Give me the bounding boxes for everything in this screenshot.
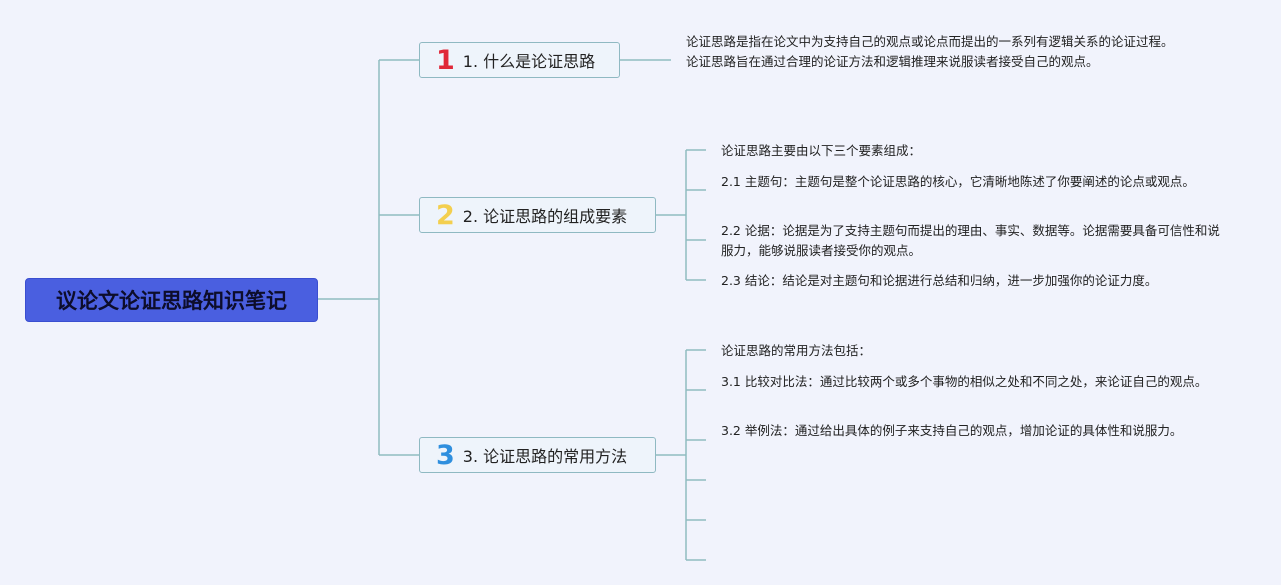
leaf-text: 2.1 主题句：主题句是整个论证思路的核心，它清晰地陈述了你要阐述的论点或观点。 xyxy=(721,174,1195,189)
leaf-definition[interactable]: 论证思路是指在论文中为支持自己的观点或论点而提出的一系列有逻辑关系的论证过程。论… xyxy=(686,32,1181,72)
root-topic[interactable]: 议论文论证思路知识笔记 xyxy=(25,278,318,322)
branch-topic-elements[interactable]: 2 2. 论证思路的组成要素 xyxy=(419,197,656,233)
leaf-elements-intro[interactable]: 论证思路主要由以下三个要素组成： xyxy=(721,141,1231,161)
leaf-text: 3.2 举例法：通过给出具体的例子来支持自己的观点，增加论证的具体性和说服力。 xyxy=(721,423,1183,438)
branch-topic-what-is[interactable]: 1 1. 什么是论证思路 xyxy=(419,42,620,78)
leaf-text: 论证思路的常用方法包括： xyxy=(721,343,872,358)
leaf-methods-intro[interactable]: 论证思路的常用方法包括： xyxy=(721,341,1231,361)
leaf-comparison-method[interactable]: 3.1 比较对比法：通过比较两个或多个事物的相似之处和不同之处，来论证自己的观点… xyxy=(721,372,1231,392)
leaf-arguments[interactable]: 2.2 论据：论据是为了支持主题句而提出的理由、事实、数据等。论据需要具备可信性… xyxy=(721,221,1231,261)
leaf-text: 论证思路是指在论文中为支持自己的观点或论点而提出的一系列有逻辑关系的论证过程。论… xyxy=(686,34,1174,69)
root-topic-title: 议论文论证思路知识笔记 xyxy=(56,289,287,313)
branch-topic-methods[interactable]: 3 3. 论证思路的常用方法 xyxy=(419,437,656,473)
leaf-text: 2.2 论据：论据是为了支持主题句而提出的理由、事实、数据等。论据需要具备可信性… xyxy=(721,223,1220,258)
branch-label: 1. 什么是论证思路 xyxy=(462,52,596,71)
leaf-text: 论证思路主要由以下三个要素组成： xyxy=(721,143,922,158)
leaf-example-method[interactable]: 3.2 举例法：通过给出具体的例子来支持自己的观点，增加论证的具体性和说服力。 xyxy=(721,421,1231,441)
branch-label: 2. 论证思路的组成要素 xyxy=(462,207,628,226)
leaf-text: 3.1 比较对比法：通过比较两个或多个事物的相似之处和不同之处，来论证自己的观点… xyxy=(721,374,1208,389)
leaf-text: 2.3 结论：结论是对主题句和论据进行总结和归纳，进一步加强你的论证力度。 xyxy=(721,273,1158,288)
branch-label: 3. 论证思路的常用方法 xyxy=(462,447,628,466)
number-1-icon: 1 xyxy=(436,44,455,76)
leaf-conclusion[interactable]: 2.3 结论：结论是对主题句和论据进行总结和归纳，进一步加强你的论证力度。 xyxy=(721,271,1231,291)
leaf-topic-sentence[interactable]: 2.1 主题句：主题句是整个论证思路的核心，它清晰地陈述了你要阐述的论点或观点。 xyxy=(721,172,1231,192)
number-2-icon: 2 xyxy=(436,199,455,231)
number-3-icon: 3 xyxy=(436,439,455,471)
